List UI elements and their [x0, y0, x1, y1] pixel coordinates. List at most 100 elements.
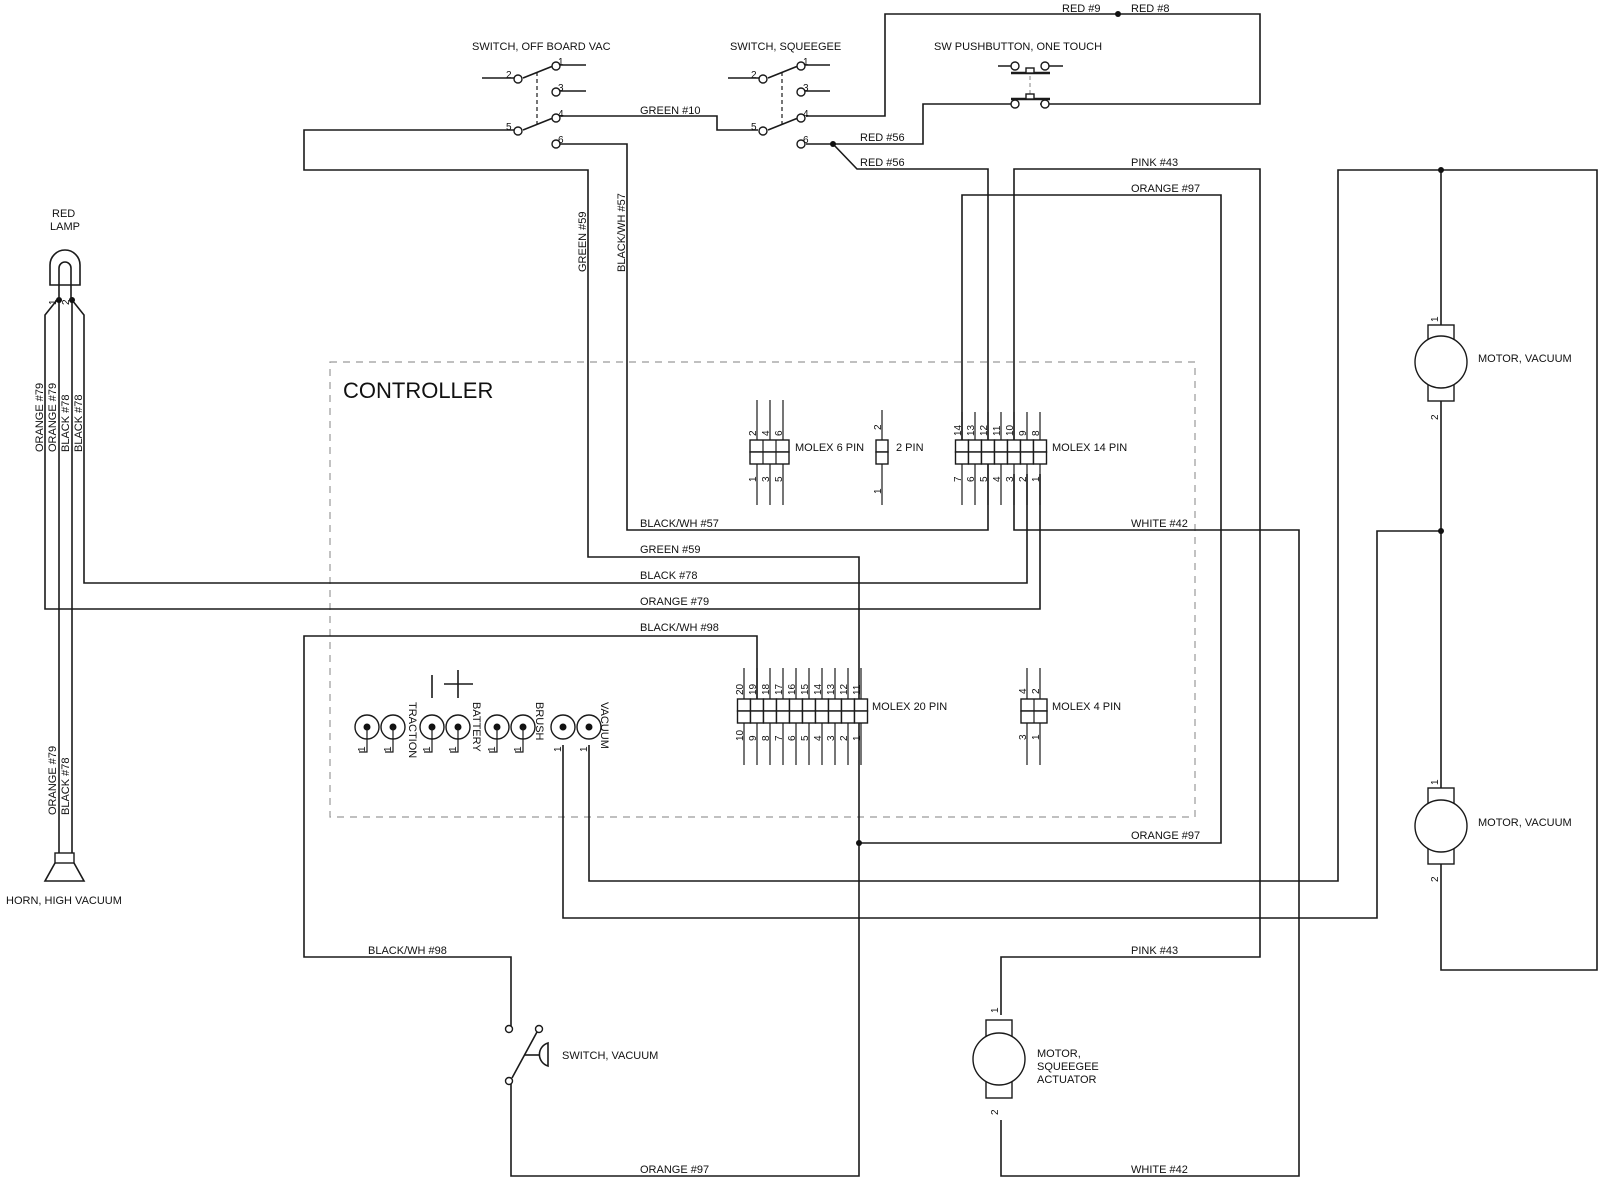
svg-text:BLACK #78: BLACK #78 — [640, 570, 697, 582]
connector-cell — [762, 698, 778, 712]
wire-vacuum-b — [562, 530, 1441, 919]
pin-number: 6 — [787, 735, 798, 741]
svg-text:TRACTION: TRACTION — [406, 702, 418, 758]
plus-symbol — [444, 670, 473, 698]
svg-text:2: 2 — [61, 299, 72, 305]
switch-vacuum[interactable]: SWITCH, VACUUM — [504, 1024, 659, 1086]
connector-cell — [853, 710, 869, 724]
motor-squeegee-actuator: MOTOR, SQUEEGEE ACTUATOR 1 2 — [972, 1007, 1099, 1115]
svg-text:6: 6 — [774, 430, 785, 436]
pin-number: 4 — [813, 735, 824, 741]
wire-pink-43 — [1000, 168, 1261, 1015]
pin-number: 13 — [826, 683, 837, 695]
switch-squeegee[interactable]: SWITCH, SQUEEGEE 2 1 3 4 5 6 — [728, 41, 841, 149]
connector-cell — [1019, 439, 1035, 453]
pin-number: 13 — [966, 424, 977, 436]
svg-text:1: 1 — [803, 57, 809, 68]
wire-label: BLACK #78 — [60, 395, 72, 452]
connector-cell — [736, 710, 752, 724]
wire-orange-79 — [44, 299, 1041, 610]
molex-4-pin: MOLEX 4 PIN 4 2 3 1 — [1018, 668, 1121, 765]
svg-text:5: 5 — [774, 476, 785, 482]
svg-text:4: 4 — [803, 109, 809, 120]
svg-text:WHITE #42: WHITE #42 — [1131, 1164, 1188, 1176]
connector-cell — [980, 451, 996, 465]
svg-text:1: 1 — [873, 488, 884, 494]
switch-off-board-vac[interactable]: SWITCH, OFF BOARD VAC 2 1 3 4 5 6 — [472, 41, 611, 149]
pin-number: 1 — [852, 735, 863, 741]
wire-label: BLACK #78 — [60, 758, 72, 815]
pin-number: 15 — [800, 683, 811, 695]
svg-text:1: 1 — [990, 1007, 1001, 1013]
wire-red-56-a — [806, 103, 1018, 145]
svg-text:SQUEEGEE: SQUEEGEE — [1037, 1061, 1099, 1073]
wire-green-59-orange-97 — [303, 129, 860, 1177]
svg-text:RED #56: RED #56 — [860, 132, 905, 144]
pin-number: 9 — [1018, 430, 1029, 436]
pin-number: 12 — [839, 683, 850, 695]
svg-text:WHITE #42: WHITE #42 — [1131, 518, 1188, 530]
terminal-lead — [450, 727, 459, 753]
wire-label: BLACK #78 — [73, 395, 85, 452]
connector-cell — [788, 710, 804, 724]
svg-text:RED #8: RED #8 — [1131, 3, 1170, 15]
pin-number: 1 — [448, 746, 459, 752]
pin-number: 1 — [1031, 476, 1042, 482]
svg-text:3: 3 — [761, 476, 772, 482]
svg-text:4: 4 — [1018, 688, 1029, 694]
svg-text:5: 5 — [506, 122, 512, 133]
pin-number: 4 — [992, 476, 1003, 482]
pin-number: 20 — [735, 683, 746, 695]
pin-number: 5 — [979, 476, 990, 482]
pin-number: 7 — [774, 735, 785, 741]
svg-text:2: 2 — [506, 70, 512, 81]
pin-number: 1 — [422, 746, 433, 752]
wire-red-9-8 — [806, 13, 1261, 117]
wire-orange-97-top — [859, 194, 1222, 844]
svg-text:2: 2 — [1430, 876, 1441, 882]
svg-text:MOTOR,: MOTOR, — [1037, 1048, 1081, 1060]
svg-text:RED #56: RED #56 — [860, 157, 905, 169]
pin-number: 2 — [839, 735, 850, 741]
connector-cell — [993, 451, 1009, 465]
svg-text:SWITCH, VACUUM: SWITCH, VACUUM — [562, 1050, 658, 1062]
svg-text:VACUUM: VACUUM — [598, 702, 610, 749]
svg-text:2 PIN: 2 PIN — [896, 442, 924, 454]
pin-number: 19 — [748, 683, 759, 695]
svg-text:2: 2 — [1031, 688, 1042, 694]
sw-pushbutton-one-touch[interactable]: SW PUSHBUTTON, ONE TOUCH — [934, 41, 1102, 109]
pin-number: 7 — [953, 476, 964, 482]
svg-text:SWITCH, SQUEEGEE: SWITCH, SQUEEGEE — [730, 41, 841, 53]
svg-text:MOLEX 4 PIN: MOLEX 4 PIN — [1052, 701, 1121, 713]
pin-number: 8 — [1031, 430, 1042, 436]
wire-vacuum-a — [588, 169, 1441, 882]
svg-text:2: 2 — [1430, 414, 1441, 420]
pin-number: 17 — [774, 683, 785, 695]
svg-text:BLACK/WH #98: BLACK/WH #98 — [640, 622, 719, 634]
svg-text:4: 4 — [558, 109, 564, 120]
connector-cell — [954, 451, 970, 465]
svg-text:MOTOR, VACUUM: MOTOR, VACUUM — [1478, 817, 1572, 829]
svg-text:BATTERY: BATTERY — [470, 702, 482, 752]
wires — [44, 13, 1598, 1177]
connector-cell — [967, 439, 983, 453]
connector-cell — [775, 698, 791, 712]
pin-number: 1 — [579, 746, 590, 752]
horn-high-vacuum: HORN, HIGH VACUUM — [6, 852, 122, 907]
connector-cell — [814, 698, 830, 712]
connector-cell — [762, 710, 778, 724]
svg-text:MOLEX 6 PIN: MOLEX 6 PIN — [795, 442, 864, 454]
controller-label: CONTROLLER — [343, 378, 493, 403]
wire-label: ORANGE #79 — [34, 383, 46, 452]
pin-number: 1 — [357, 746, 368, 752]
connector-cell — [1006, 439, 1022, 453]
pin-number: 1 — [383, 746, 394, 752]
red-lamp: RED LAMP 1 2 — [48, 208, 81, 305]
svg-text:2: 2 — [873, 424, 884, 430]
svg-text:BLACK/WH #98: BLACK/WH #98 — [368, 945, 447, 957]
connector-cell — [814, 710, 830, 724]
connector-cell — [853, 698, 869, 712]
svg-text:1: 1 — [1430, 779, 1441, 785]
molex-6-pin: MOLEX 6 PIN 2 4 6 1 3 5 — [748, 400, 864, 505]
svg-text:BLACK/WH #57: BLACK/WH #57 — [640, 518, 719, 530]
